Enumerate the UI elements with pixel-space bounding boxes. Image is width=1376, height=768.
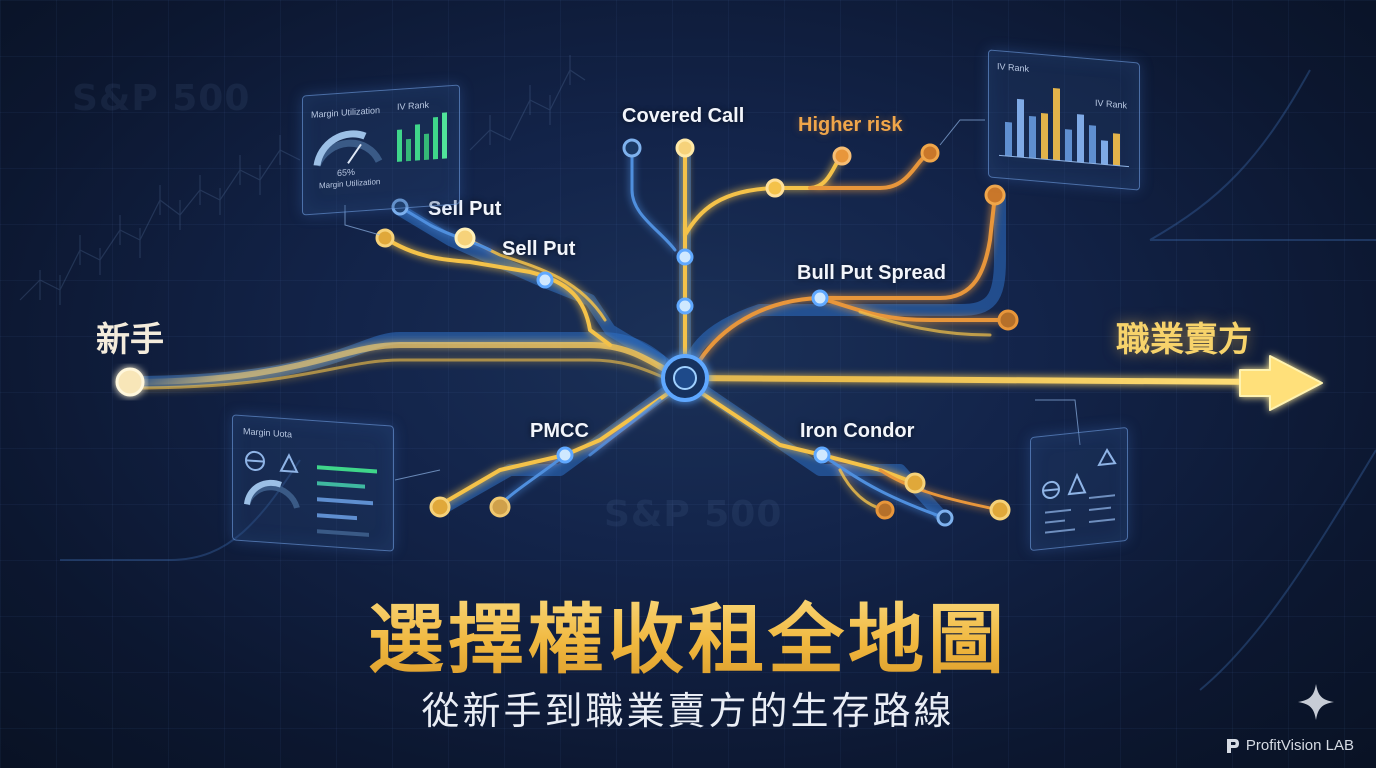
theta-icon — [244, 450, 377, 537]
station-node — [920, 143, 940, 163]
label-sell-put: Sell Put — [428, 198, 502, 220]
triangle-icon — [279, 453, 299, 473]
index-watermark: S&P 500 — [604, 494, 783, 535]
station-node — [904, 472, 926, 494]
station-node — [556, 446, 574, 464]
main-route — [127, 342, 1278, 385]
station-node — [997, 309, 1019, 331]
station-node — [875, 500, 895, 520]
triangle-icon — [1042, 448, 1117, 534]
hud-panel-iv-rank: IV Rank IV Rank — [988, 49, 1140, 191]
gauge-icon — [313, 112, 447, 167]
station-node — [375, 228, 395, 248]
station-node — [675, 138, 695, 158]
station-node — [391, 198, 409, 216]
station-node — [813, 446, 831, 464]
page-title: 選擇權收租全地圖 — [0, 578, 1376, 688]
hud-panel-greeks — [1030, 426, 1128, 552]
station-node — [811, 289, 829, 307]
bar-chart-icon — [397, 112, 447, 162]
label-iron-condor: Iron Condor — [800, 420, 915, 442]
label-pmcc: PMCC — [530, 420, 589, 442]
station-node — [454, 227, 476, 249]
label-sell-put: Sell Put — [502, 238, 576, 260]
sell-put-route — [383, 236, 612, 347]
brand-credit: ProfitVision LAB — [1226, 737, 1354, 754]
station-node — [989, 499, 1011, 521]
hud-panel-margin-quota: Margin Uota — [232, 414, 394, 552]
station-node — [429, 496, 451, 518]
station-node — [936, 509, 954, 527]
page-subtitle: 從新手到職業賣方的生存路線 — [421, 689, 955, 733]
arrow-icon — [1239, 355, 1323, 411]
brand-logo-icon — [1226, 738, 1239, 753]
end-label: 職業賣方 — [1116, 320, 1252, 360]
station-node — [832, 146, 852, 166]
station-node — [676, 297, 694, 315]
index-watermark: S&P 500 — [72, 78, 251, 119]
start-label: 新手 — [96, 320, 164, 360]
label-higher-risk: Higher risk — [798, 114, 903, 136]
label-covered-call: Covered Call — [622, 105, 745, 127]
sparkle-icon — [1298, 684, 1334, 720]
gauge-value: 65% — [337, 166, 356, 179]
station-node — [984, 184, 1006, 206]
station-node — [676, 248, 694, 266]
route-nodes — [115, 138, 1019, 527]
brand-name: ProfitVision LAB — [1245, 737, 1354, 754]
start-node — [115, 367, 145, 397]
station-node — [489, 496, 511, 518]
station-node — [622, 138, 642, 158]
higher-risk-route — [683, 154, 844, 237]
hud-panel-margin: Margin Utilization IV Rank 65% Margin Ut… — [302, 84, 460, 216]
label-bull-put-spread: Bull Put Spread — [797, 262, 946, 284]
station-node — [765, 178, 785, 198]
bar-chart-icon — [999, 88, 1129, 168]
station-node — [536, 271, 554, 289]
